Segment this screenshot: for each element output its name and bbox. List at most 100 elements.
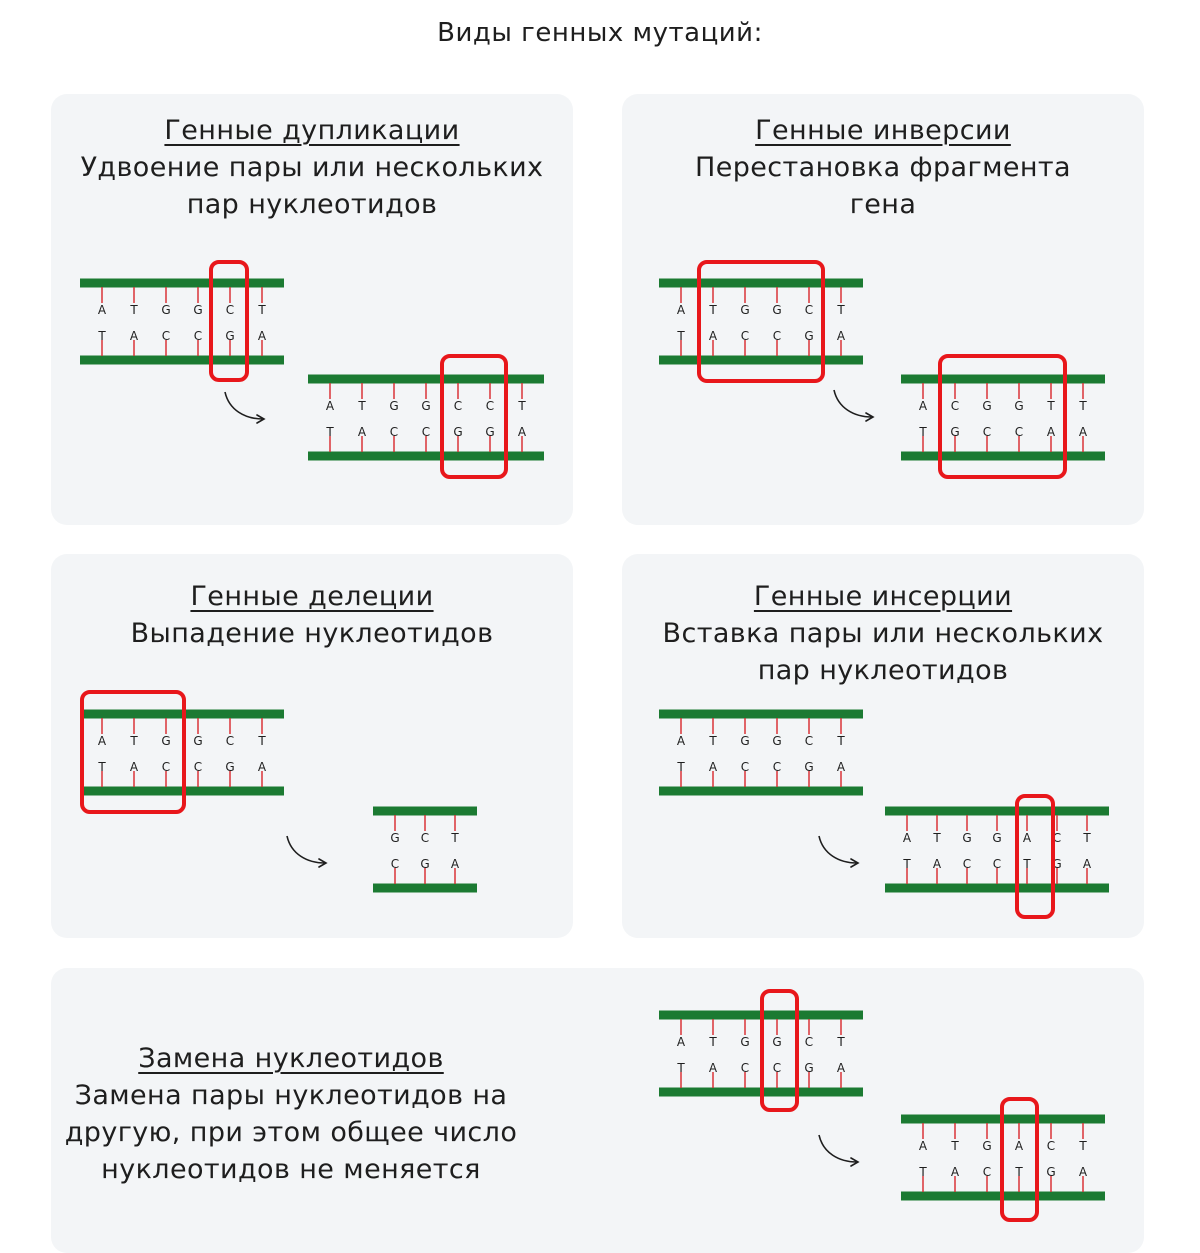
nucleotide-bottom: A — [933, 857, 942, 871]
nucleotide-bottom: G — [804, 1061, 813, 1075]
nucleotide-bottom: A — [258, 760, 267, 774]
nucleotide-top: G — [962, 831, 971, 845]
nucleotide-bottom: T — [676, 329, 685, 343]
card-substitution: Замена нуклеотидов Замена пары нуклеотид… — [51, 968, 1144, 1253]
nucleotide-bottom: A — [130, 760, 139, 774]
nucleotide-top: G — [772, 1035, 781, 1049]
arrow-icon — [286, 835, 328, 868]
nucleotide-bottom: A — [451, 857, 460, 871]
nucleotide-top: G — [772, 734, 781, 748]
mutation-highlight-box — [1000, 1097, 1039, 1222]
nucleotide-bottom: T — [918, 1165, 927, 1179]
nucleotide-bottom: G — [420, 857, 429, 871]
nucleotide-bottom: T — [325, 425, 334, 439]
nucleotide-top: T — [708, 303, 717, 317]
card-description-line: Перестановка фрагмента — [695, 152, 1071, 183]
nucleotide-bottom: C — [983, 1165, 991, 1179]
nucleotide-bottom: G — [225, 329, 234, 343]
mutation-highlight-box — [938, 354, 1067, 479]
nucleotide-top: T — [1078, 399, 1087, 413]
nucleotide-bottom: A — [709, 1061, 718, 1075]
nucleotide-bottom: T — [1014, 1165, 1023, 1179]
nucleotide-bottom: A — [258, 329, 267, 343]
nucleotide-top: G — [740, 734, 749, 748]
nucleotide-top: G — [740, 1035, 749, 1049]
nucleotide-bottom: C — [1015, 425, 1023, 439]
nucleotide-top: T — [257, 303, 266, 317]
nucleotide-top: T — [708, 1035, 717, 1049]
arrow-icon — [224, 391, 266, 424]
nucleotide-bottom: T — [676, 760, 685, 774]
card-text: Генные дупликации Удвоение пары или неск… — [51, 112, 573, 223]
nucleotide-bottom: C — [162, 760, 170, 774]
nucleotide-top: C — [226, 303, 234, 317]
mutation-highlight-box — [440, 354, 508, 479]
nucleotide-top: G — [193, 734, 202, 748]
nucleotide-top: T — [129, 303, 138, 317]
nucleotide-bottom: G — [804, 760, 813, 774]
nucleotide-bottom: C — [741, 1061, 749, 1075]
card-heading: Генные делеции — [190, 581, 434, 612]
nucleotide-bottom: C — [773, 329, 781, 343]
nucleotide-bottom: A — [130, 329, 139, 343]
arrow-icon — [818, 835, 860, 868]
arrow-icon — [818, 1134, 860, 1167]
page-title: Виды генных мутаций: — [437, 18, 763, 48]
card-description-line: пар нуклеотидов — [186, 189, 438, 220]
nucleotide-top: T — [450, 831, 459, 845]
nucleotide-bottom: G — [1046, 1165, 1055, 1179]
nucleotide-top: T — [932, 831, 941, 845]
nucleotide-top: G — [772, 303, 781, 317]
nucleotide-bottom: A — [518, 425, 527, 439]
nucleotide-bottom: C — [741, 329, 749, 343]
card-text: Генные инсерции Вставка пары или несколь… — [622, 578, 1144, 689]
nucleotide-top: T — [357, 399, 366, 413]
arrow-icon — [833, 389, 875, 422]
nucleotide-top: T — [1046, 399, 1055, 413]
nucleotide-top: A — [1023, 831, 1032, 845]
card-deletion: Генные делеции Выпадение нуклеотидов — [51, 554, 573, 938]
card-text: Генные инверсии Перестановка фрагмента г… — [622, 112, 1144, 223]
nucleotide-top: G — [1014, 399, 1023, 413]
nucleotide-bottom: A — [709, 760, 718, 774]
nucleotide-bottom: G — [453, 425, 462, 439]
nucleotide-top: T — [836, 1035, 845, 1049]
nucleotide-top: C — [951, 399, 959, 413]
card-heading: Замена нуклеотидов — [138, 1043, 444, 1074]
nucleotide-top: G — [982, 399, 991, 413]
mutation-highlight-box — [760, 989, 799, 1112]
nucleotide-top: A — [903, 831, 912, 845]
nucleotide-top: C — [805, 734, 813, 748]
nucleotide-bottom: G — [225, 760, 234, 774]
nucleotide-top: A — [677, 1035, 686, 1049]
nucleotide-bottom: T — [676, 1061, 685, 1075]
nucleotide-bottom: C — [963, 857, 971, 871]
nucleotide-bottom: A — [837, 1061, 846, 1075]
card-text: Замена нуклеотидов Замена пары нуклеотид… — [61, 1040, 521, 1188]
card-description-line: пар нуклеотидов — [757, 655, 1009, 686]
nucleotide-bottom: A — [837, 329, 846, 343]
nucleotide-top: T — [1082, 831, 1091, 845]
mutation-highlight-box — [697, 260, 825, 383]
nucleotide-top: A — [98, 303, 107, 317]
nucleotide-top: T — [129, 734, 138, 748]
nucleotide-bottom: C — [391, 857, 399, 871]
nucleotide-bottom: T — [97, 760, 106, 774]
card-description-line: нуклеотидов не меняется — [101, 1154, 481, 1185]
nucleotide-bottom: C — [422, 425, 430, 439]
nucleotide-top: C — [1053, 831, 1061, 845]
nucleotide-bottom: A — [837, 760, 846, 774]
nucleotide-top: C — [486, 399, 494, 413]
mutation-highlight-box — [209, 260, 249, 382]
card-duplication: Генные дупликации Удвоение пары или неск… — [51, 94, 573, 525]
nucleotide-bottom: C — [993, 857, 1001, 871]
nucleotide-bottom: C — [390, 425, 398, 439]
mutation-highlight-box — [80, 690, 186, 814]
card-heading: Генные инверсии — [755, 115, 1011, 146]
card-text: Генные делеции Выпадение нуклеотидов — [51, 578, 573, 652]
nucleotide-top: C — [1047, 1139, 1055, 1153]
nucleotide-top: T — [950, 1139, 959, 1153]
nucleotide-top: C — [805, 1035, 813, 1049]
nucleotide-bottom: G — [804, 329, 813, 343]
nucleotide-bottom: A — [1079, 425, 1088, 439]
